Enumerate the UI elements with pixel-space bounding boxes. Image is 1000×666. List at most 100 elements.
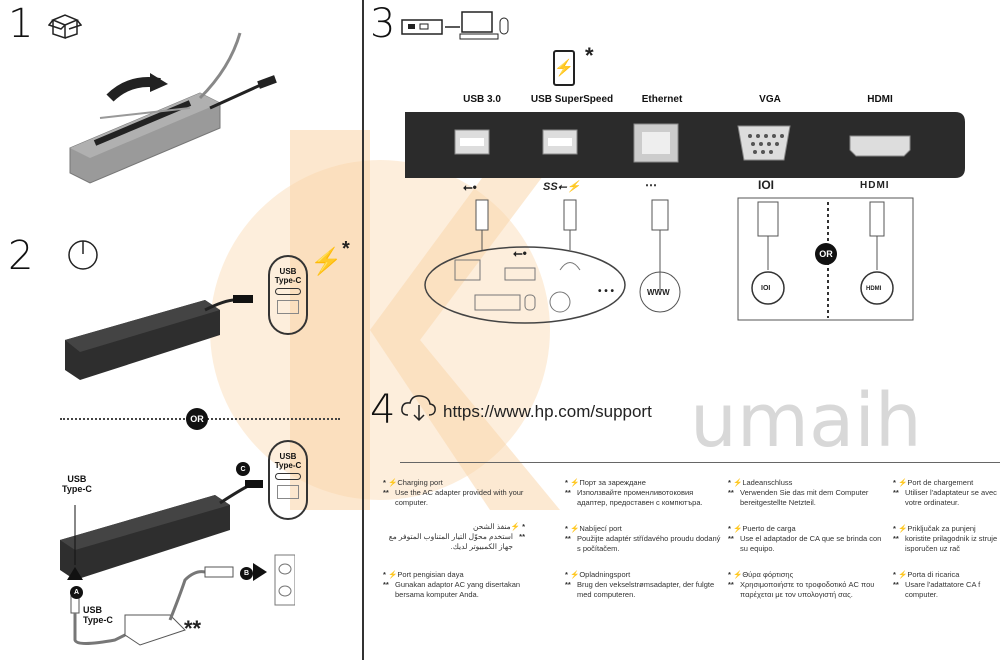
double-asterisk: ** xyxy=(184,616,202,641)
note-title: * ⚡Priključak za punjenj xyxy=(893,524,1000,534)
www-icon: WWW xyxy=(647,288,670,297)
usb-c-port-icon xyxy=(275,473,301,480)
more-devices-dots: • • • xyxy=(598,286,615,297)
note-marker: * ⚡ xyxy=(510,522,525,531)
note-marker: ** xyxy=(565,534,571,543)
usb-label: USB xyxy=(83,605,103,615)
hub-unpack-illustration xyxy=(69,32,277,184)
note-marker: * ⚡ xyxy=(893,570,908,579)
note-title-text: Nabíjecí port xyxy=(579,524,622,533)
charging-note: * ⚡Порт за зареждане**Използвайте промен… xyxy=(565,478,725,508)
charging-bolt-icon: ⚡ xyxy=(310,246,343,276)
or-badge-display: OR xyxy=(815,243,837,265)
charging-note: * ⚡Charging port**Use the AC adapter pro… xyxy=(383,478,543,508)
note-desc-text: Use el adaptador de CA que se brinda con… xyxy=(740,534,882,553)
note-title: * ⚡Opladningsport xyxy=(565,570,725,580)
phone-charging-icon: ⚡ xyxy=(553,50,575,86)
note-desc-text: استخدم محوّل التيار المتناوب المتوفر مع … xyxy=(388,532,513,551)
notes-divider xyxy=(400,462,1000,463)
watermark-text: umaih xyxy=(690,378,922,464)
network-icon: ⋯ xyxy=(645,178,657,192)
callout-b: B xyxy=(240,567,253,580)
note-desc: **Use el adaptador de CA que se brinda c… xyxy=(728,534,888,554)
note-desc: ** استخدم محوّل التيار المتناوب المتوفر م… xyxy=(375,532,525,552)
note-title-text: Порт за зареждане xyxy=(579,478,646,487)
note-title-text: Ladeanschluss xyxy=(742,478,793,487)
note-marker: ** xyxy=(565,580,571,589)
usb-label: USB xyxy=(67,474,87,484)
note-title: * ⚡منفذ الشحن xyxy=(375,522,525,532)
ss-usb-charging-icon: SS⭠⚡ xyxy=(543,181,581,193)
note-title: * ⚡Porta di ricarica xyxy=(893,570,1000,580)
type-c-label: Type-C xyxy=(274,461,302,470)
note-marker: * ⚡ xyxy=(893,524,908,533)
note-title-text: Priključak za punjenj xyxy=(907,524,976,533)
laptop-icon xyxy=(277,300,299,314)
note-desc: **Brug den vekselstrømsadapter, der fulg… xyxy=(565,580,725,600)
note-desc: **Използвайте променливотоковия адаптер,… xyxy=(565,488,725,508)
note-marker: ** xyxy=(519,532,525,541)
note-marker: * ⚡ xyxy=(383,478,398,487)
step-3-number: 3 xyxy=(370,1,396,47)
charging-note: * ⚡Priključak za punjenj**koristite pril… xyxy=(893,524,1000,554)
asterisk: * xyxy=(585,43,594,68)
port-label-ethernet: Ethernet xyxy=(641,94,683,105)
callout-a: A xyxy=(70,586,83,599)
charging-note: * ⚡منفذ الشحن** استخدم محوّل التيار المتن… xyxy=(375,522,525,552)
usb-icon-small: ⭠• xyxy=(513,246,527,260)
note-title-text: Opladningsport xyxy=(579,570,631,579)
note-marker: * ⚡ xyxy=(728,524,743,533)
note-title: * ⚡Port de chargement xyxy=(893,478,1000,488)
note-marker: * ⚡ xyxy=(565,478,580,487)
port-label-vga: VGA xyxy=(759,94,781,105)
note-marker: ** xyxy=(728,488,734,497)
port-label-hdmi: HDMI xyxy=(867,94,893,105)
note-title: * ⚡Charging port xyxy=(383,478,543,488)
charging-note: * ⚡Puerto de carga**Use el adaptador de … xyxy=(728,524,888,554)
note-title: * ⚡Ladeanschluss xyxy=(728,478,888,488)
note-marker: ** xyxy=(728,580,734,589)
note-marker: ** xyxy=(565,488,571,497)
note-title-text: Port pengisian daya xyxy=(397,570,464,579)
note-title: * ⚡Puerto de carga xyxy=(728,524,888,534)
device-connections-illustration xyxy=(424,197,914,324)
port-label-usb-superspeed: USB SuperSpeed xyxy=(530,94,614,105)
note-desc: ** Χρησιμοποιήστε το τροφοδοτικό AC που π… xyxy=(728,580,888,600)
note-marker: * ⚡ xyxy=(893,478,908,487)
hdmi-monitor-icon: HDMI xyxy=(866,286,882,292)
asterisk: * xyxy=(342,238,350,260)
charging-note: * ⚡Opladningsport**Brug den vekselstrøms… xyxy=(565,570,725,600)
vga-icon: IOI xyxy=(758,178,775,192)
note-desc: **Gunakan adaptor AC yang disertakan ber… xyxy=(383,580,543,600)
usb-label: USB xyxy=(279,452,297,461)
usb-label: USB xyxy=(279,267,297,276)
note-desc-text: Use the AC adapter provided with your co… xyxy=(395,488,524,507)
note-title-text: Θύρα φόρτισης xyxy=(742,570,794,579)
usb-type-c-port-badge-2: USB Type-C xyxy=(268,440,308,520)
usb-c-port-icon xyxy=(275,288,301,295)
callout-c: C xyxy=(236,462,250,476)
note-title-text: Charging port xyxy=(397,478,443,487)
note-marker: ** xyxy=(893,534,899,543)
note-title: * ⚡Порт за зареждане xyxy=(565,478,725,488)
note-title-text: Port de chargement xyxy=(907,478,974,487)
note-desc: **Verwenden Sie das mit dem Computer ber… xyxy=(728,488,888,508)
note-marker: * ⚡ xyxy=(728,570,743,579)
note-marker: * ⚡ xyxy=(383,570,398,579)
charging-note: * ⚡Port de chargement**Utiliser l'adapta… xyxy=(893,478,1000,508)
laptop-icon xyxy=(277,485,299,499)
or-badge: OR xyxy=(186,408,208,430)
support-url-link[interactable]: https://www.hp.com/support xyxy=(443,402,652,421)
note-desc: **Usare l'adattatore CA f computer. xyxy=(893,580,1000,600)
note-desc-text: Χρησιμοποιήστε το τροφοδοτικό AC που παρ… xyxy=(740,580,875,599)
type-c-label: Type-C xyxy=(62,484,92,494)
note-desc: **Utiliser l'adaptateur se avec votre or… xyxy=(893,488,1000,508)
note-desc-text: koristite prilagodnik iz struje isporuče… xyxy=(905,534,998,553)
charging-note: * ⚡Porta di ricarica**Usare l'adattatore… xyxy=(893,570,1000,600)
vga-monitor-icon: IOI xyxy=(761,285,771,292)
note-title-text: Porta di ricarica xyxy=(907,570,960,579)
step-4-number: 4 xyxy=(370,387,396,433)
note-desc-text: Gunakan adaptor AC yang disertakan bersa… xyxy=(395,580,521,599)
